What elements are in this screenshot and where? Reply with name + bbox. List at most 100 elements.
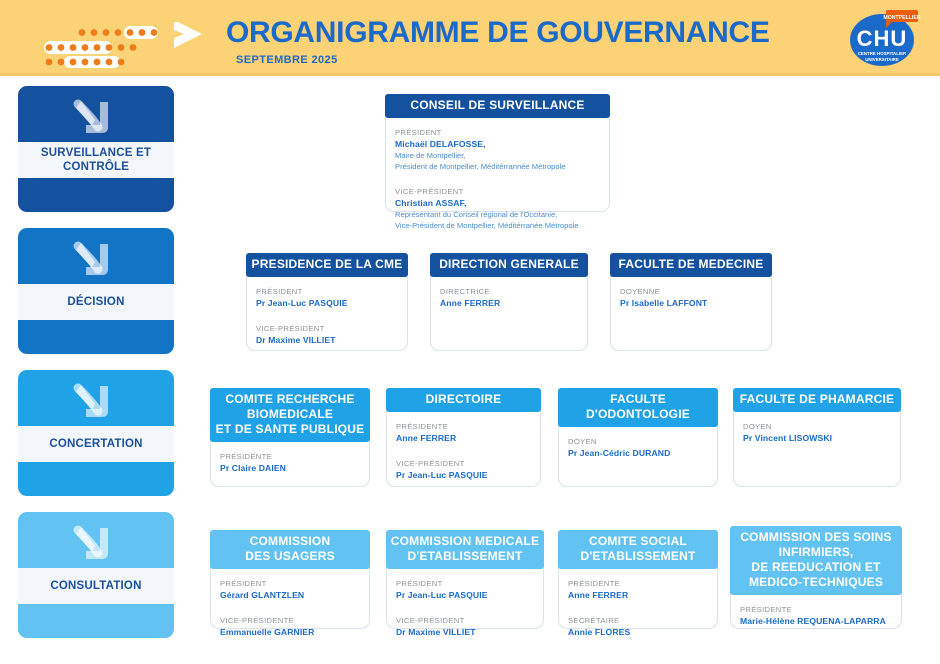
header-divider — [0, 73, 940, 76]
person-name: Christian ASSAF, — [395, 198, 467, 208]
person-name: Michaël DELAFOSSE, — [395, 139, 486, 149]
sidebar-item-surveillance-et-contr-le[interactable]: SURVEILLANCE ET CONTRÔLE — [18, 86, 174, 212]
org-card-body: PRÉSIDENTE Marie-Hélène REQUENA-LAPARRA — [731, 596, 901, 635]
org-card[interactable]: FACULTE DE MEDECINE DOYENNE Pr Isabelle LA… — [610, 253, 772, 351]
decorative-dots-arrow — [36, 20, 236, 68]
org-card-body: DIRECTRICE Anne FERRER — [431, 278, 587, 317]
entry-spacer — [395, 172, 600, 181]
org-card-title-line: COMITE SOCIAL — [589, 534, 687, 548]
person-name: Gérard GLANTZLEN — [220, 590, 305, 600]
person-name: Pr Jean-Luc PASQUIE — [396, 470, 488, 480]
org-card-title-line: COMMISSION MEDICALE — [390, 534, 540, 548]
governance-level-sidebar: SURVEILLANCE ET CONTRÔLE DÉCISION CONCER… — [18, 86, 174, 654]
role-label: DOYENNE — [620, 287, 661, 296]
person-name: Pr Vincent LISOWSKI — [743, 433, 833, 443]
title-block: ORGANIGRAMME DE GOUVERNANCE SEPTEMBRE 20… — [226, 16, 770, 66]
org-card-title-line: DE REEDUCATION ET — [751, 560, 881, 574]
person-name: Pr Jean-Luc PASQUIE — [396, 590, 488, 600]
org-card-title-line: BIOMEDICALE — [246, 407, 334, 421]
org-card-title-line: ET DE SANTE PUBLIQUE — [215, 422, 365, 436]
role-label: VICE-PRÉSIDENT — [256, 324, 325, 333]
person-name: Anne FERRER — [440, 298, 501, 308]
org-card-title: CONSEIL DE SURVEILLANCE — [385, 94, 610, 118]
org-card-title-line: COMITE RECHERCHE — [225, 392, 355, 406]
role-label: PRÉSIDENTE — [740, 605, 793, 614]
org-card-title: PRESIDENCE DE LA CME — [246, 253, 408, 277]
role-label: DIRECTRICE — [440, 287, 490, 296]
person-name: Dr Maxime VILLIET — [396, 627, 476, 637]
org-card-title-line: INFIRMIERS, — [778, 545, 854, 559]
person-detail: Représentant du Conseil régional de l'Oc… — [395, 210, 558, 219]
role-label: VICE-PRÉSIDENT — [396, 459, 465, 468]
org-card-title: FACULTE DE MEDECINE — [610, 253, 772, 277]
org-card-body: DOYENNE Pr Isabelle LAFFONT — [611, 278, 771, 317]
role-label: SECRÉTAIRE — [568, 616, 620, 625]
person-name: Annie FLORES — [568, 627, 631, 637]
page-subtitle: SEPTEMBRE 2025 — [236, 54, 338, 66]
chu-logo: MONTPELLIER CHU CENTRE HOSPITALIER UNIVE… — [844, 6, 922, 70]
person-name: Anne FERRER — [396, 433, 457, 443]
arrow-down-right-icon — [70, 380, 122, 426]
person-name: Marie-Hélène REQUENA-LAPARRA — [740, 616, 886, 626]
org-card-title-line: FACULTE — [610, 392, 666, 406]
sidebar-item-label: SURVEILLANCE ET CONTRÔLE — [18, 142, 174, 178]
arrow-down-right-icon — [70, 96, 122, 142]
entry-spacer — [568, 601, 708, 610]
org-card-title-line: MEDICO-TECHNIQUES — [748, 575, 884, 589]
logo-tagline-1: CENTRE HOSPITALIER — [858, 51, 907, 56]
role-label: PRÉSIDENT — [220, 579, 267, 588]
person-name: Pr Jean-Cédric DURAND — [568, 448, 671, 458]
role-label: PRÉSIDENTE — [220, 452, 273, 461]
person-detail: Président de Montpellier, Méditérrannée … — [395, 162, 566, 171]
sidebar-item-consultation[interactable]: CONSULTATION — [18, 512, 174, 638]
role-label: PRÉSIDENT — [396, 579, 443, 588]
logo-tagline-2: UNIVERSITAIRE — [865, 57, 899, 62]
org-card-title-line: D'ETABLISSEMENT — [407, 549, 523, 563]
role-label: PRÉSIDENTE — [568, 579, 621, 588]
arrow-down-right-icon — [70, 238, 122, 284]
org-card-title-line: DIRECTOIRE — [425, 392, 502, 406]
sidebar-item-d-cision[interactable]: DÉCISION — [18, 228, 174, 354]
sidebar-item-concertation[interactable]: CONCERTATION — [18, 370, 174, 496]
org-card-title: DIRECTOIRE — [386, 388, 541, 412]
role-label: VICE-PRÉSIDENT — [395, 187, 464, 196]
org-card-title-line: COMMISSION DES SOINS — [740, 530, 892, 544]
org-card-title-line: COMMISSION — [249, 534, 331, 548]
org-card-title: FACULTE DE PHAMARCIE — [733, 388, 901, 412]
sidebar-item-label: CONCERTATION — [18, 426, 174, 462]
entry-spacer — [256, 309, 398, 318]
entry-spacer — [396, 444, 531, 453]
org-card-title-line: FACULTE DE MEDECINE — [618, 257, 764, 271]
entry-spacer — [220, 601, 360, 610]
logo-brand-text: CHU — [857, 26, 908, 51]
person-name: Pr Isabelle LAFFONT — [620, 298, 708, 308]
person-name: Emmanuelle GARNIER — [220, 627, 315, 637]
entry-spacer — [396, 601, 534, 610]
person-name: Dr Maxime VILLIET — [256, 335, 336, 345]
org-card-title-line: D'ETABLISSEMENT — [580, 549, 696, 563]
logo-tag-text: MONTPELLIER — [883, 15, 920, 21]
sidebar-item-label: CONSULTATION — [18, 568, 174, 604]
person-detail: Vice-Président de Montpellier, Méditérra… — [395, 221, 579, 230]
